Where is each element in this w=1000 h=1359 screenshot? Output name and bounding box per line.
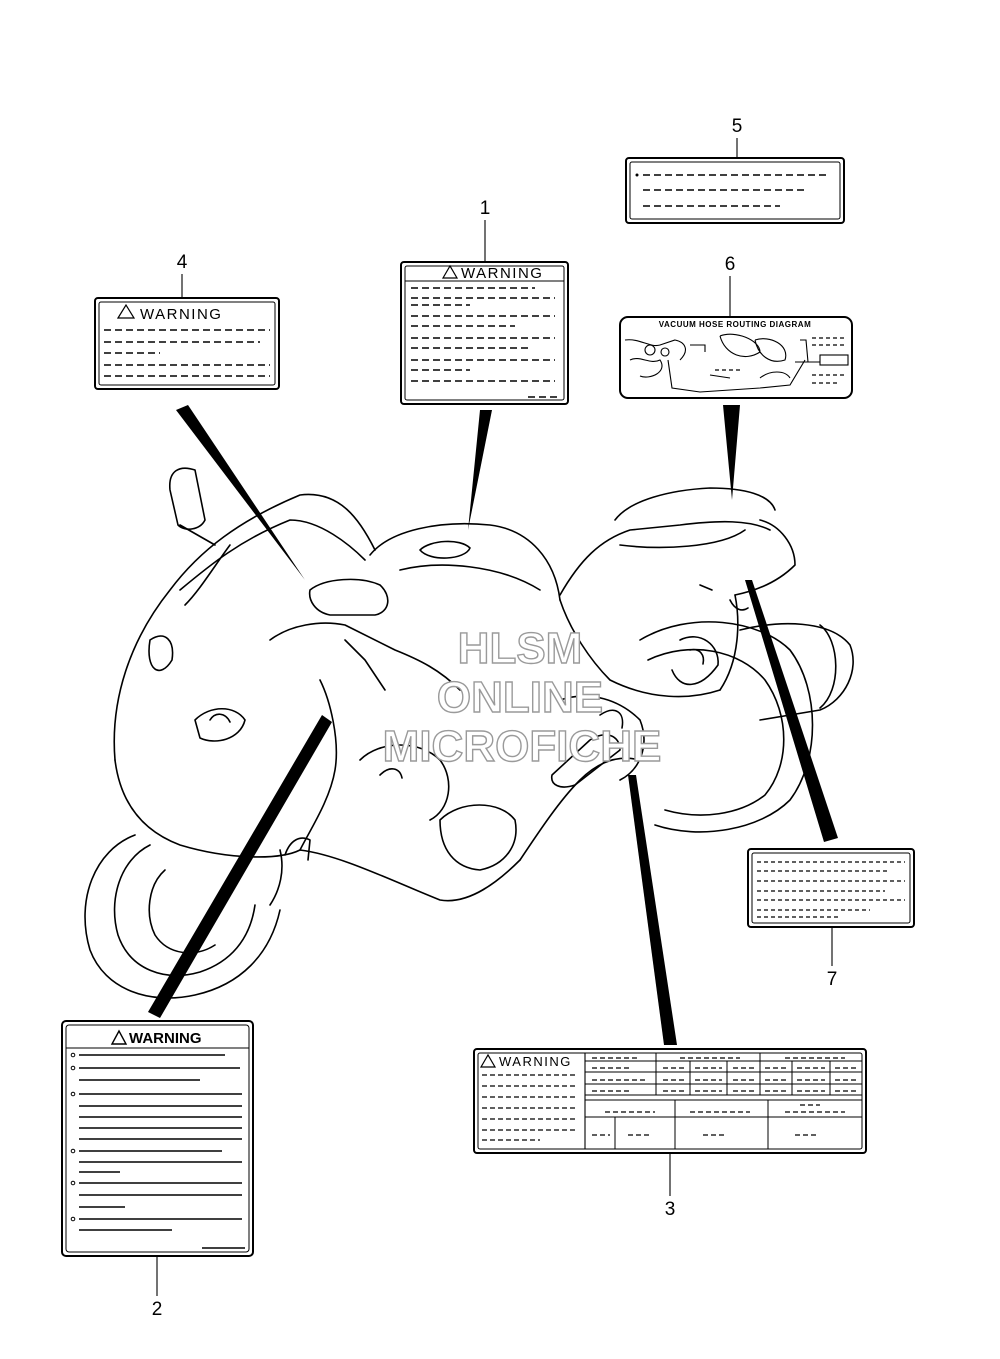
label-4-warning: WARNING [94,297,280,390]
label-6-vacuum-diagram: VACUUM HOSE ROUTING DIAGRAM [619,316,853,399]
watermark: HLSM ONLINE MICROFICHE [382,623,662,771]
label-3-warning-text: WARNING [499,1054,572,1069]
pointer-wedges [148,405,838,1045]
pointer-2 [148,715,332,1018]
callout-2: 2 [152,1299,163,1320]
pointer-6 [723,405,740,500]
pointer-3 [628,775,677,1045]
warning-triangle-icon [479,1053,497,1068]
label-1-warning: WARNING [400,261,569,405]
label-4-warning-text: WARNING [140,306,222,323]
pointer-1 [468,410,492,530]
label-7 [747,848,915,928]
callout-4: 4 [177,252,188,273]
pointer-4 [176,405,305,580]
pointer-7 [745,580,838,842]
label-2-warning: WARNING [61,1020,254,1257]
callout-3: 3 [665,1199,676,1220]
label-5 [625,157,845,224]
warning-triangle-icon [110,1029,128,1045]
warning-triangle-icon [441,264,459,279]
callout-6: 6 [725,254,736,275]
label-2-warning-text: WARNING [129,1030,202,1047]
callouts: 1 2 3 4 5 6 7 [152,116,838,1320]
label-3-warning-table: WARNING [473,1048,867,1154]
callout-5: 5 [732,116,743,137]
callout-1: 1 [480,198,491,219]
watermark-line-2: ONLINE [437,673,603,722]
label-1-warning-text: WARNING [461,265,543,282]
vacuum-diagram-title: VACUUM HOSE ROUTING DIAGRAM [659,320,811,329]
watermark-line-3: MICROFICHE [383,722,662,771]
motorcycle-drawing [84,467,854,999]
warning-triangle-icon [116,303,136,319]
callout-7: 7 [827,969,838,990]
watermark-line-1: HLSM [458,624,583,673]
